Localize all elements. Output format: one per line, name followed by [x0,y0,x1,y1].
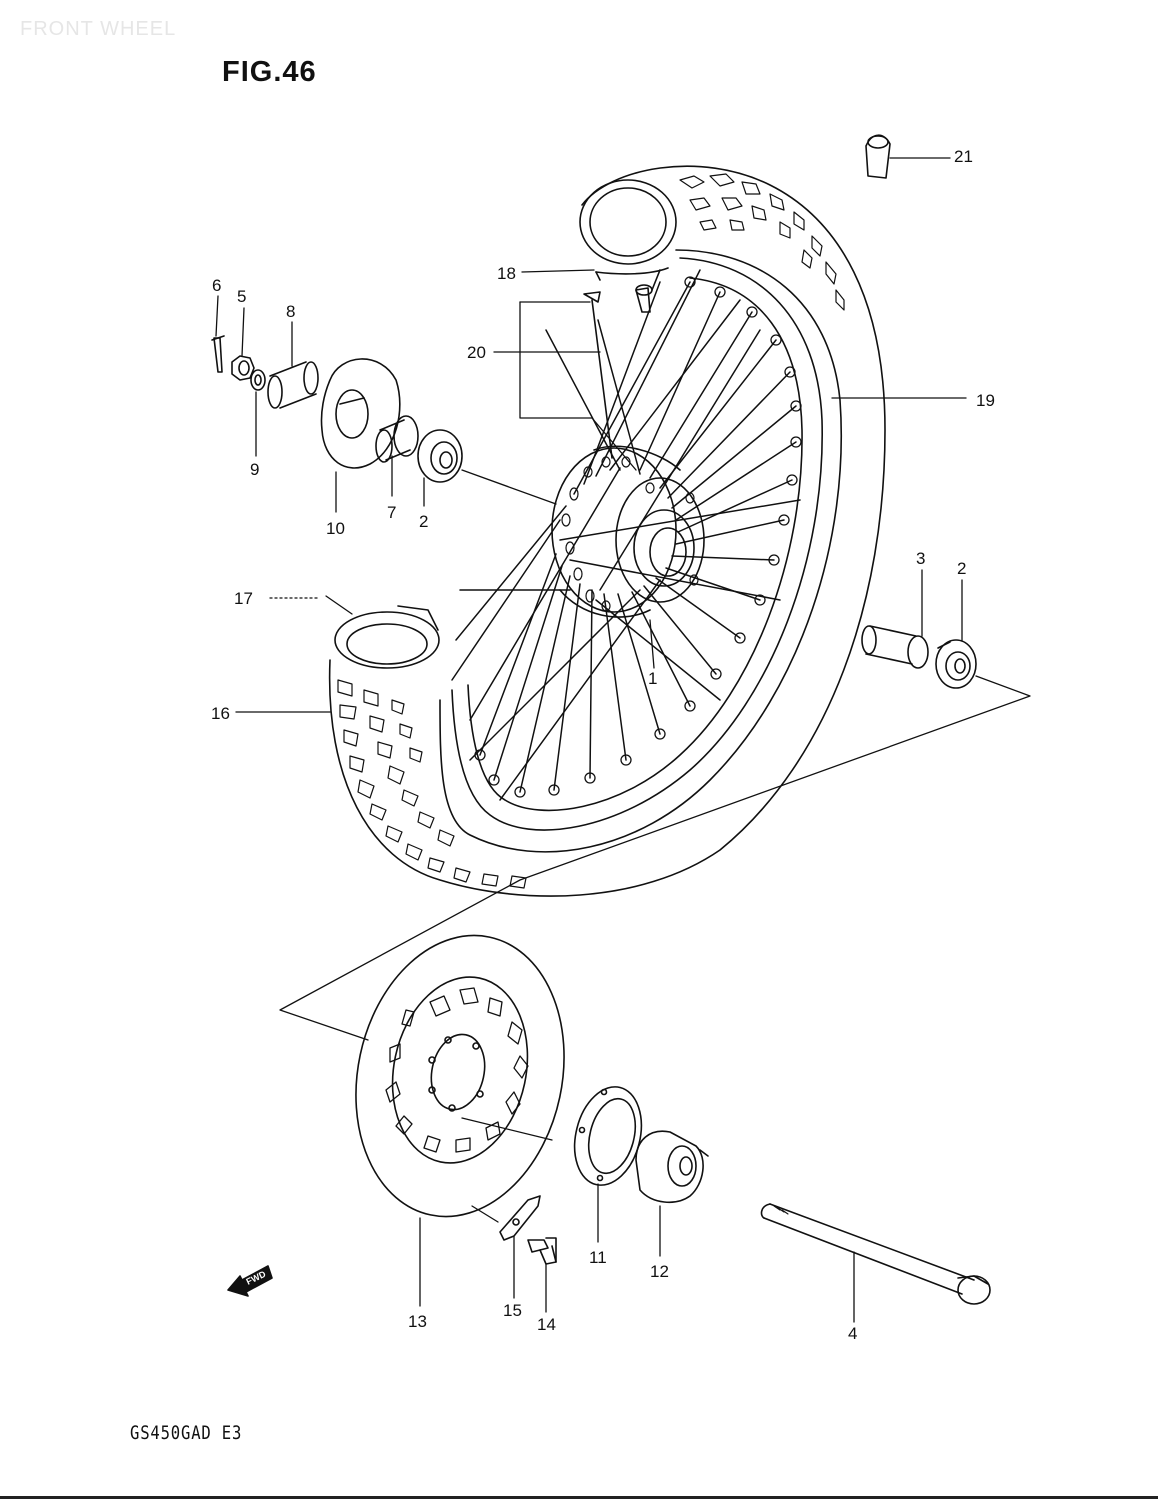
callout-2a: 2 [419,512,428,531]
tread-pattern-top [679,173,845,311]
callout-7: 7 [387,503,396,522]
spacer [267,361,319,409]
tire-cut-top [579,179,677,265]
bearing-right [935,639,977,689]
callout-17: 17 [234,589,253,608]
cotter-pin [211,335,225,373]
header-text: FRONT WHEEL [20,18,177,40]
dust-seal [375,415,419,463]
spoke-loose [583,291,613,459]
callout-20: 20 [467,343,486,362]
front-axle [760,1203,991,1305]
bearing-left [417,429,463,483]
callout-19: 19 [976,391,995,410]
callout-21: 21 [954,147,973,166]
tire-cut-bottom [334,611,440,669]
callout-11: 11 [589,1248,607,1267]
callout-16: 16 [211,704,230,723]
callout-1: 1 [648,669,657,688]
callout-8: 8 [286,302,295,321]
figure-title: FIG.46 [222,56,317,88]
leader-lines [215,157,967,1323]
speedometer-gearbox [635,1130,709,1203]
callout-12: 12 [650,1262,669,1281]
fwd-direction-arrow: FWD [227,1265,273,1297]
spacer-right [861,625,929,669]
callout-5: 5 [237,287,246,306]
brake-disc [355,934,565,1218]
washer [250,369,266,391]
callout-4: 4 [848,1324,857,1343]
callout-9: 9 [250,460,259,479]
callout-3: 3 [916,549,925,568]
callout-14: 14 [537,1315,556,1334]
callout-13: 13 [408,1312,427,1331]
disc-bolt [527,1237,557,1265]
tire-outer [328,165,886,897]
page-bottom-border [0,1496,1158,1499]
valve-cap [865,134,891,179]
model-code: GS450GAD E3 [130,1422,243,1444]
valve-stem [635,269,661,313]
callout-6: 6 [212,276,221,295]
spokes [451,269,801,801]
spoke-nipples [474,276,802,798]
brake-panel [320,358,401,469]
disc-lock-washer [499,1195,541,1241]
tread-pattern-bottom [337,679,527,889]
rim-outer [451,257,823,831]
assembly-lines [279,301,1031,1223]
callout-18: 18 [497,264,516,283]
tire-and-rim [328,165,886,897]
rim-inner [467,277,803,812]
callout-15: 15 [503,1301,522,1320]
rim-band [595,267,669,281]
tire-inner [439,249,843,853]
callout-2b: 2 [957,559,966,578]
callout-10: 10 [326,519,345,538]
callout-labels: 1 2 2 3 4 5 6 7 8 9 10 11 12 13 14 15 16… [211,147,995,1343]
hub [551,445,705,618]
